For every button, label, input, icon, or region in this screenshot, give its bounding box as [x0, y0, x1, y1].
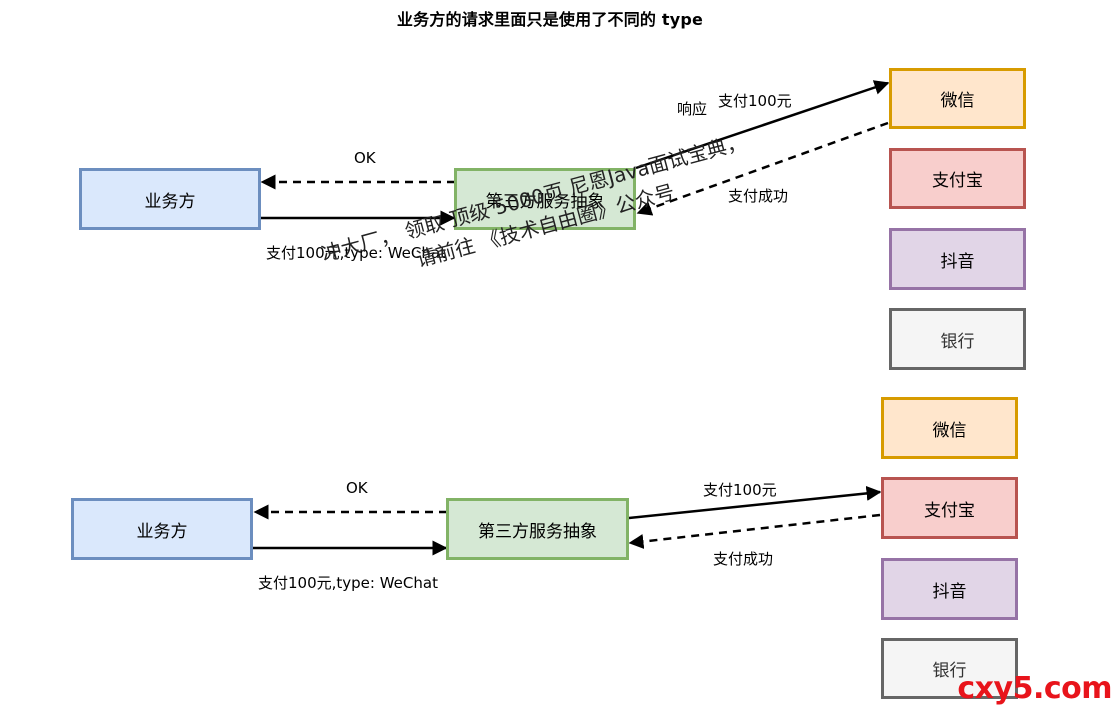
pay-label-top: 支付100元 — [718, 92, 792, 110]
provider-alipay-bottom: 支付宝 — [881, 477, 1018, 539]
service-box-bottom: 第三方服务抽象 — [446, 498, 629, 560]
client-box-top: 业务方 — [79, 168, 261, 230]
success-label-bottom: 支付成功 — [713, 550, 774, 568]
service-box-top: 第三方服务抽象 — [454, 168, 636, 230]
request-label-top: 支付100元,type: WeChat — [266, 244, 446, 262]
pay-arrow-bottom — [628, 485, 882, 520]
request-label-bottom: 支付100元,type: WeChat — [258, 574, 438, 592]
success-label-top: 支付成功 — [728, 187, 789, 205]
site-logo: cxy5.com — [957, 671, 1112, 706]
provider-bank-top: 银行 — [889, 308, 1026, 370]
client-box-bottom: 业务方 — [71, 498, 253, 560]
provider-bank-bottom: 银行 — [881, 638, 1018, 699]
provider-douyin-bottom: 抖音 — [881, 558, 1018, 620]
provider-wechat-top: 微信 — [889, 68, 1026, 129]
provider-douyin-top: 抖音 — [889, 228, 1026, 290]
diagram-title: 业务方的请求里面只是使用了不同的 type — [396, 10, 704, 29]
success-arrow-top — [636, 121, 889, 216]
provider-wechat-bottom: 微信 — [881, 397, 1018, 459]
ok-label-top: OK — [354, 149, 376, 167]
response-label-top: 响应 — [677, 100, 708, 118]
pay-arrow-top — [635, 80, 890, 170]
provider-alipay-top: 支付宝 — [889, 148, 1026, 209]
success-arrow-bottom — [628, 513, 881, 549]
ok-label-bottom: OK — [346, 479, 368, 497]
pay-label-bottom: 支付100元 — [703, 481, 777, 499]
